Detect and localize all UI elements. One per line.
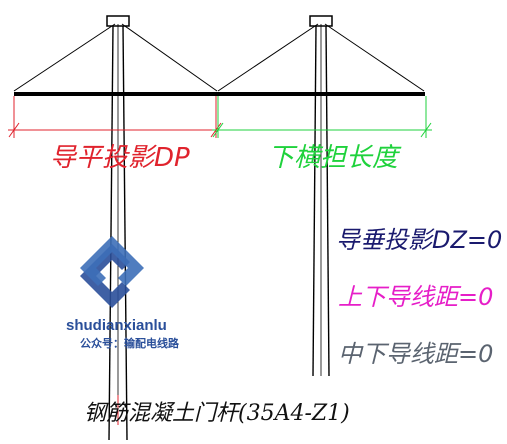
lower-crossarm-dimension [212, 96, 432, 138]
right-pole [309, 15, 333, 377]
left-pole [106, 15, 130, 441]
guy-wires [13, 23, 425, 92]
watermark-site-text: shudianxianlu [66, 317, 167, 334]
upper-lower-spacing-note: 上下导线距=0 [338, 283, 493, 311]
watermark-account-text: 公众号：输配电线路 [80, 336, 180, 350]
lower-crossarm-length-label: 下横担长度 [268, 143, 402, 173]
watermark-logo: shudianxianlu 公众号：输配电线路 [66, 236, 180, 350]
horizontal-projection-dimension [8, 96, 222, 138]
logo-icon [80, 244, 130, 308]
vertical-projection-note: 导垂投影DZ=0 [336, 226, 502, 254]
middle-lower-spacing-note: 中下导线距=0 [338, 340, 493, 368]
pole-caption: 钢筋混凝土门杆(35A4-Z1) [84, 401, 350, 426]
horizontal-projection-label: 导平投影DP [50, 143, 190, 173]
